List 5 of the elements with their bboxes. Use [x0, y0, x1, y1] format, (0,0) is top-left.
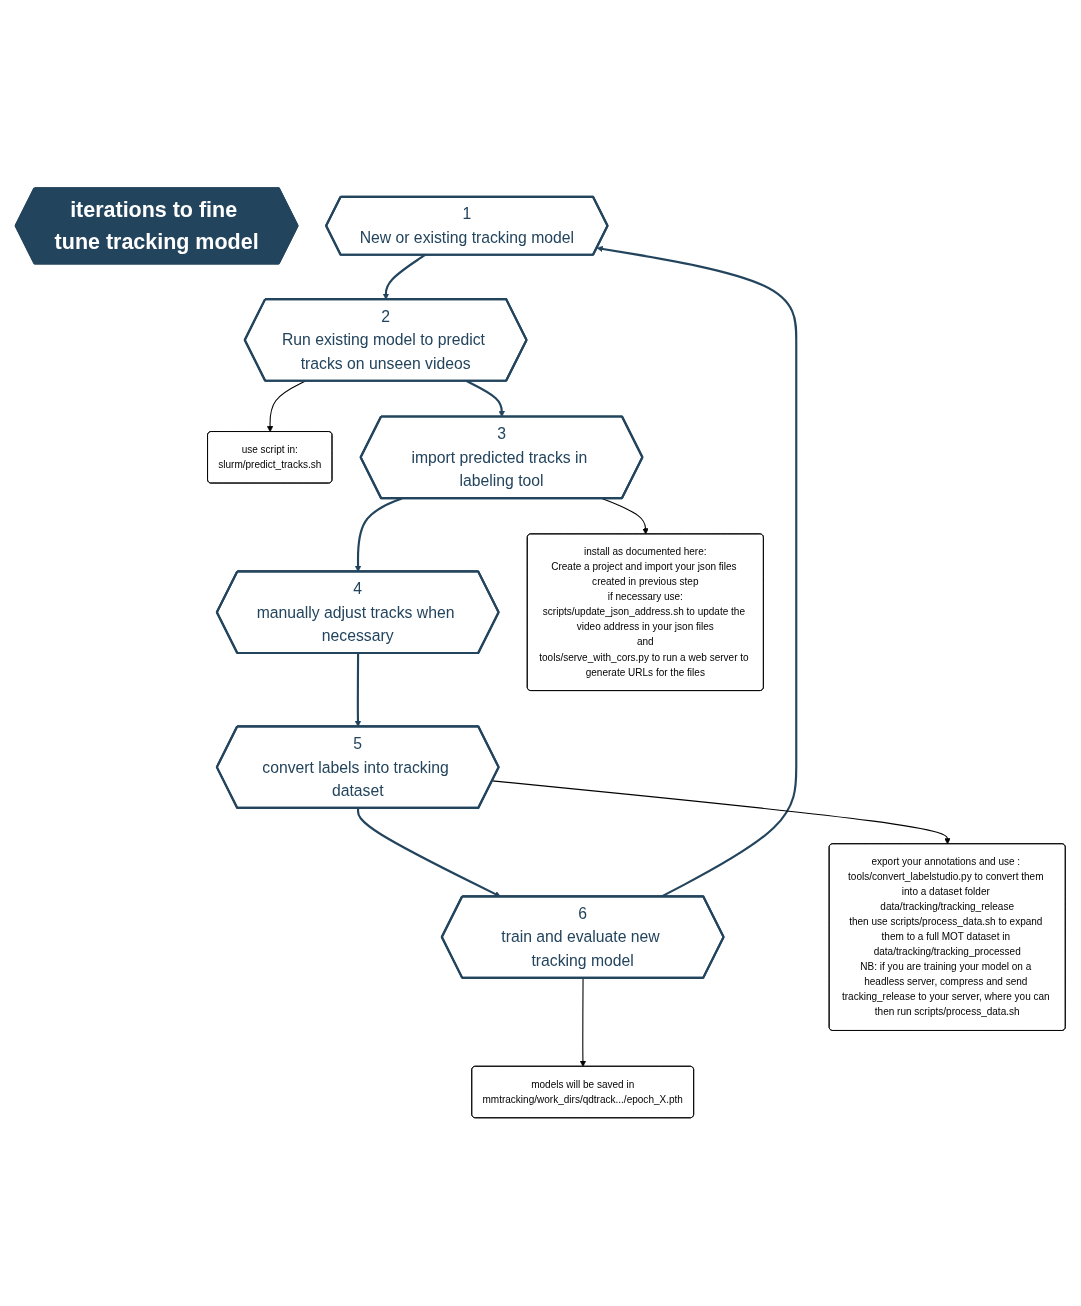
arrow	[356, 808, 501, 897]
arrow	[354, 653, 362, 727]
arrow	[579, 977, 587, 1067]
arrow	[266, 380, 306, 433]
arrow	[382, 254, 426, 300]
